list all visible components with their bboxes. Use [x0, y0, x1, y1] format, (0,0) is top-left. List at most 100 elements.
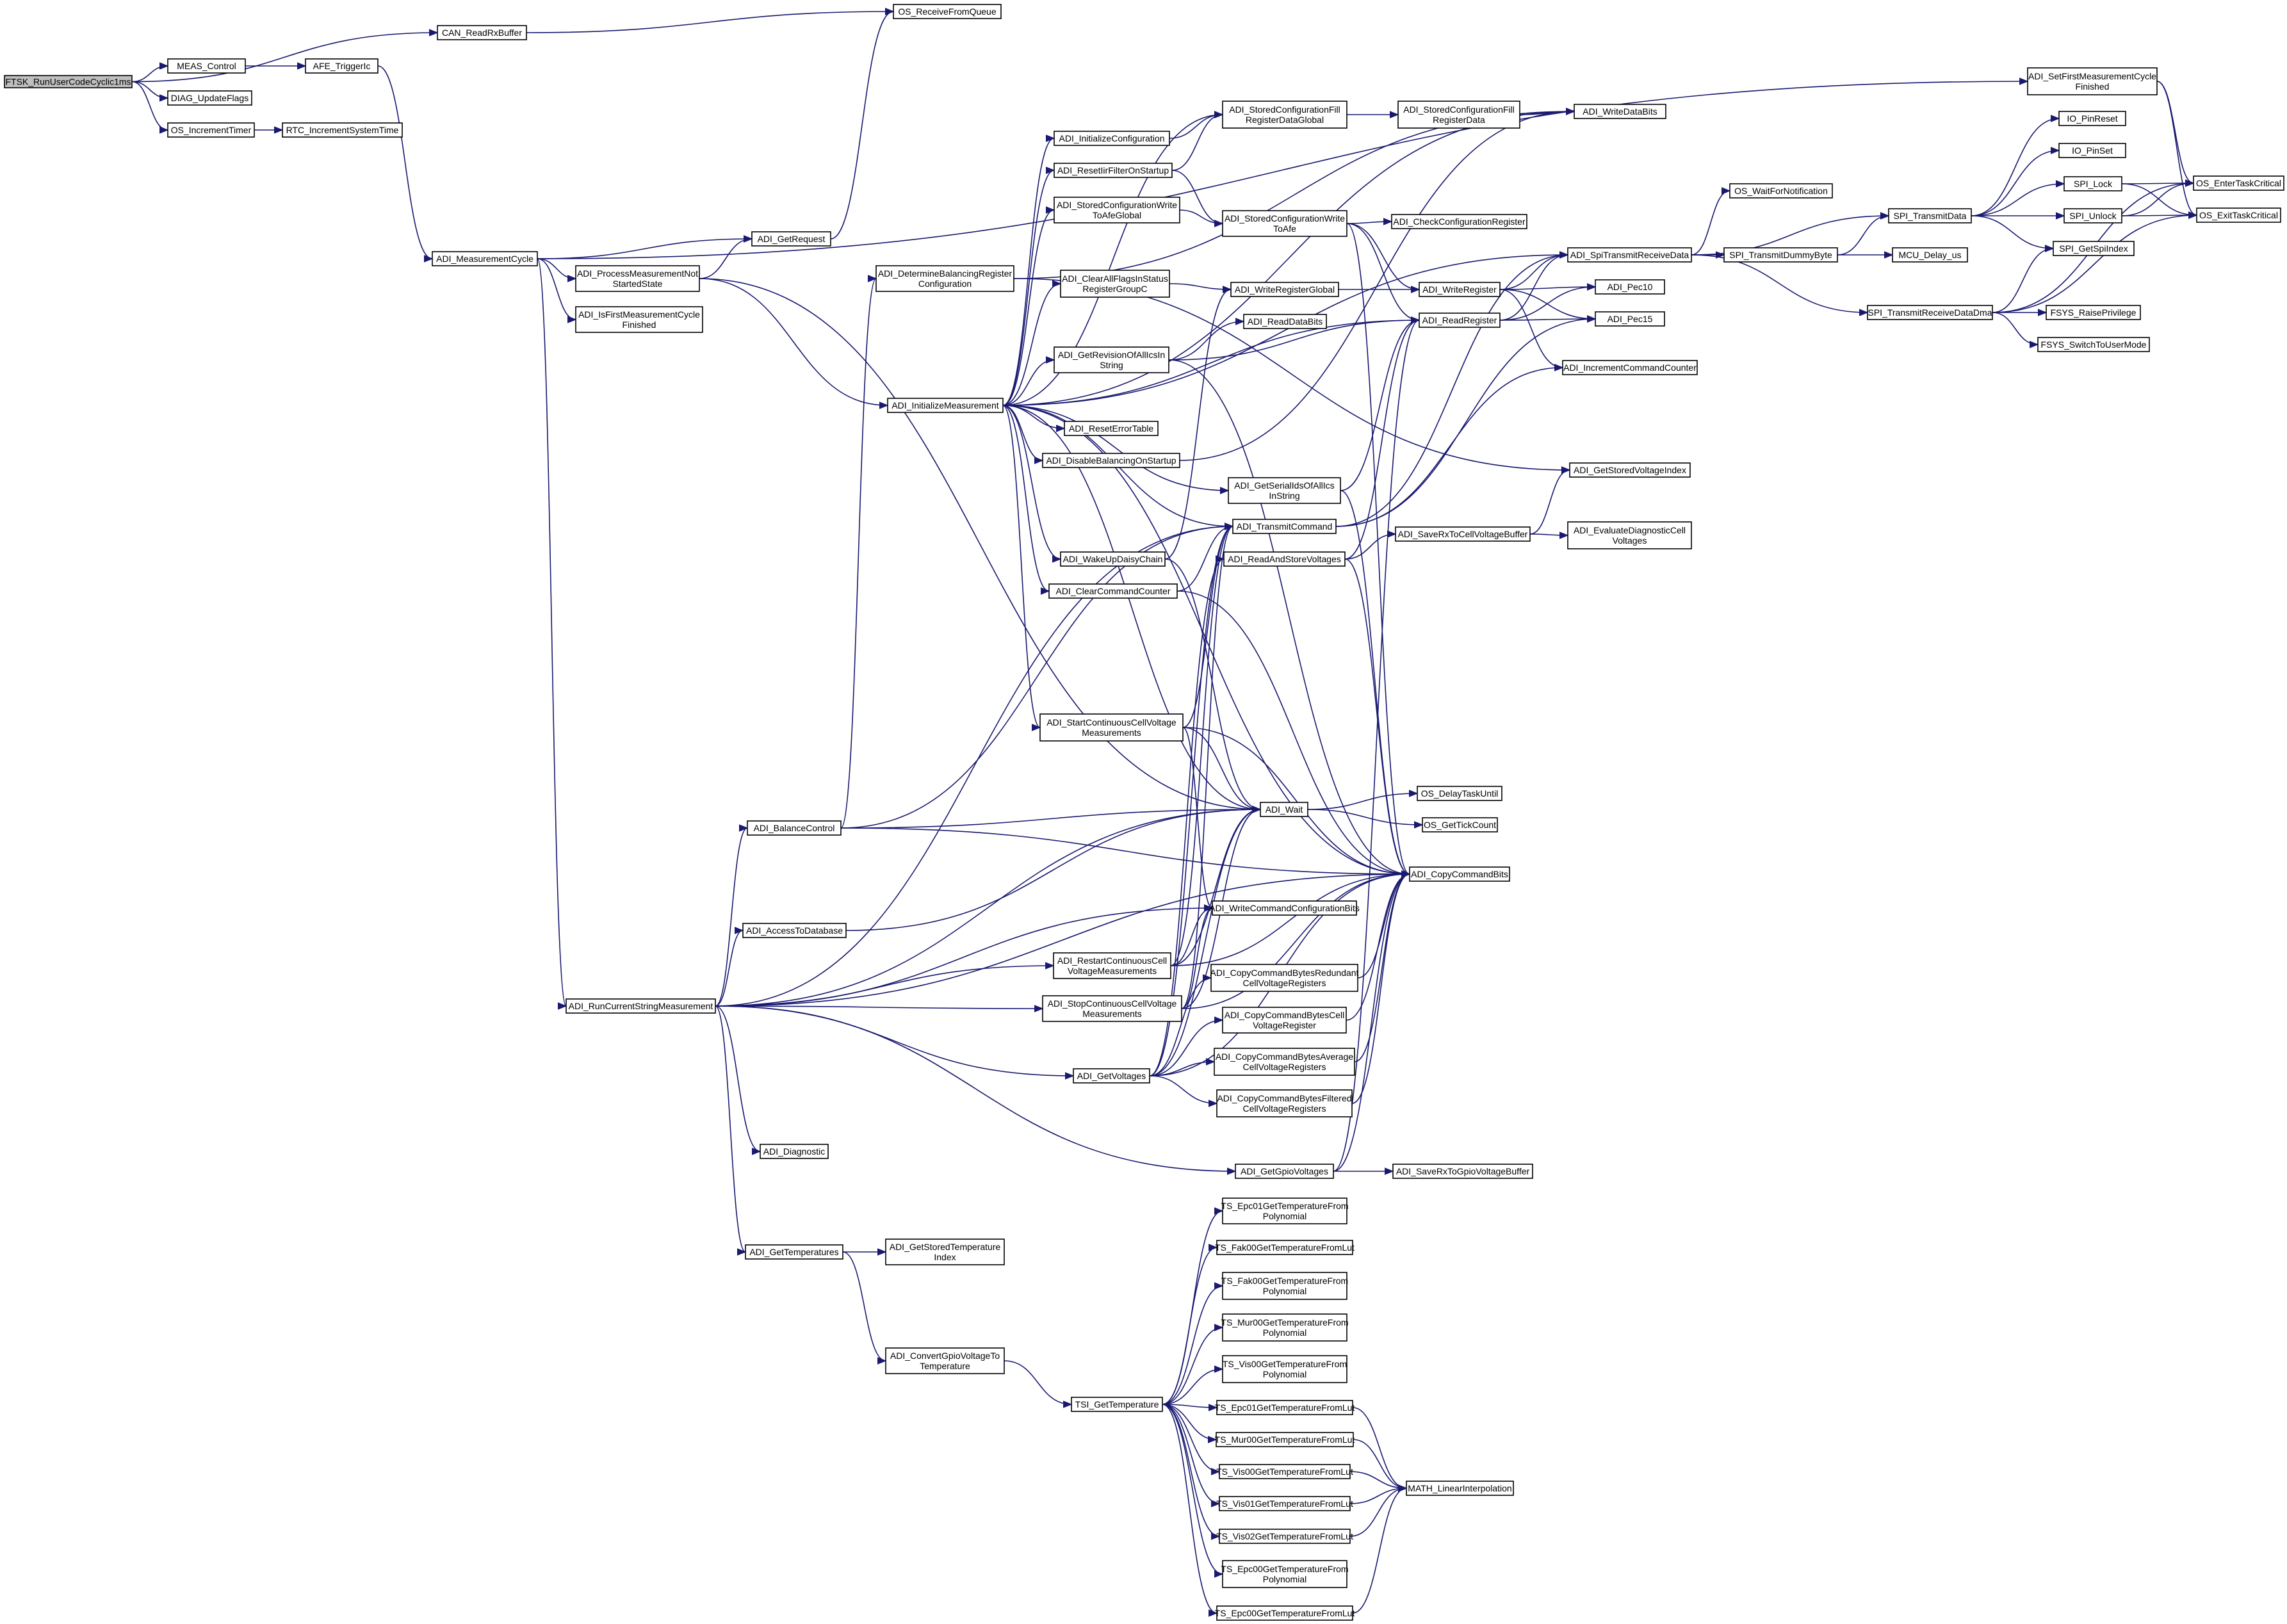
node-ts-vis02-get-temperature-from-lut[interactable]: TS_Vis02GetTemperatureFromLut: [1216, 1529, 1353, 1544]
node-adi-copy-command-bytes-filtered-cell-voltage-registers[interactable]: ADI_CopyCommandBytesFilteredCellVoltageR…: [1216, 1089, 1353, 1117]
node-os-exit-task-critical[interactable]: OS_ExitTaskCritical: [2196, 207, 2281, 223]
node-adi-copy-command-bytes-redundant-cell-voltage-registers[interactable]: ADI_CopyCommandBytesRedundantCellVoltage…: [1210, 964, 1359, 992]
node-tsi-get-temperature[interactable]: TSI_GetTemperature: [1071, 1397, 1163, 1412]
node-adi-initialize-configuration[interactable]: ADI_InitializeConfiguration: [1054, 131, 1170, 146]
node-spi-transmit-receive-data-dma[interactable]: SPI_TransmitReceiveDataDma: [1867, 305, 1993, 320]
node-adi-disable-balancing-on-startup[interactable]: ADI_DisableBalancingOnStartup: [1042, 453, 1180, 468]
node-os-enter-task-critical[interactable]: OS_EnterTaskCritical: [2193, 175, 2284, 191]
node-rtc-increment-system-time[interactable]: RTC_IncrementSystemTime: [282, 122, 403, 138]
node-adi-access-to-database[interactable]: ADI_AccessToDatabase: [742, 923, 847, 938]
node-adi-reset-error-table[interactable]: ADI_ResetErrorTable: [1064, 421, 1159, 436]
node-afe-trigger-ic[interactable]: AFE_TriggerIc: [305, 58, 378, 74]
node-adi-get-request[interactable]: ADI_GetRequest: [751, 231, 831, 247]
node-ts-fak00-get-temperature-from-lut[interactable]: TS_Fak00GetTemperatureFromLut: [1215, 1240, 1355, 1255]
node-adi-measurement-cycle[interactable]: ADI_MeasurementCycle: [432, 251, 538, 266]
node-adi-check-configuration-register[interactable]: ADI_CheckConfigurationRegister: [1391, 214, 1527, 229]
node-os-get-tick-count[interactable]: OS_GetTickCount: [1422, 817, 1498, 832]
node-adi-get-gpio-voltages[interactable]: ADI_GetGpioVoltages: [1235, 1164, 1334, 1179]
node-adi-write-register[interactable]: ADI_WriteRegister: [1419, 282, 1501, 297]
node-adi-save-rx-to-gpio-voltage-buffer[interactable]: ADI_SaveRxToGpioVoltageBuffer: [1392, 1164, 1533, 1179]
node-mcu-delay-us[interactable]: MCU_Delay_us: [1892, 247, 1968, 263]
node-adi-initialize-measurement[interactable]: ADI_InitializeMeasurement: [887, 398, 1004, 413]
node-adi-read-register[interactable]: ADI_ReadRegister: [1419, 313, 1501, 328]
node-adi-write-register-global[interactable]: ADI_WriteRegisterGlobal: [1230, 282, 1339, 297]
node-adi-spi-transmit-receive-data[interactable]: ADI_SpiTransmitReceiveData: [1567, 247, 1692, 263]
node-os-wait-for-notification[interactable]: OS_WaitForNotification: [1729, 183, 1833, 199]
node-ts-vis00-get-temperature-from-lut[interactable]: TS_Vis00GetTemperatureFromLut: [1216, 1464, 1353, 1479]
node-spi-transmit-data[interactable]: SPI_TransmitData: [1888, 208, 1972, 223]
node-ftsk-run-user-code-cyclic1ms[interactable]: FTSK_RunUserCodeCyclic1ms: [4, 75, 133, 88]
node-adi-read-and-store-voltages[interactable]: ADI_ReadAndStoreVoltages: [1223, 551, 1346, 567]
node-adi-pec15[interactable]: ADI_Pec15: [1595, 311, 1665, 327]
node-os-increment-timer[interactable]: OS_IncrementTimer: [167, 122, 255, 138]
node-box: [1729, 183, 1833, 199]
node-adi-balance-control[interactable]: ADI_BalanceControl: [747, 820, 842, 836]
node-adi-get-temperatures[interactable]: ADI_GetTemperatures: [745, 1244, 843, 1260]
node-ts-epc00-get-temperature-from-lut[interactable]: TS_Epc00GetTemperatureFromLut: [1215, 1605, 1355, 1621]
node-ts-mur00-get-temperature-from-lut[interactable]: TS_Mur00GetTemperatureFromLut: [1215, 1432, 1355, 1447]
node-math-linear-interpolation[interactable]: MATH_LinearInterpolation: [1406, 1481, 1514, 1496]
node-adi-stored-configuration-fill-register-data-global[interactable]: ADI_StoredConfigurationFillRegisterDataG…: [1222, 101, 1347, 129]
node-ts-epc01-get-temperature-from-lut[interactable]: TS_Epc01GetTemperatureFromLut: [1215, 1400, 1355, 1415]
node-adi-copy-command-bits[interactable]: ADI_CopyCommandBits: [1409, 866, 1510, 882]
node-adi-save-rx-to-cell-voltage-buffer[interactable]: ADI_SaveRxToCellVoltageBuffer: [1395, 526, 1531, 542]
node-io-pin-reset[interactable]: IO_PinReset: [2058, 111, 2126, 126]
node-adi-diagnostic[interactable]: ADI_Diagnostic: [760, 1144, 829, 1159]
node-spi-unlock[interactable]: SPI_Unlock: [2063, 208, 2122, 223]
node-adi-write-data-bits[interactable]: ADI_WriteDataBits: [1574, 104, 1666, 119]
node-adi-reset-iir-filter-on-startup[interactable]: ADI_ResetIirFilterOnStartup: [1054, 163, 1173, 178]
node-adi-get-voltages[interactable]: ADI_GetVoltages: [1073, 1068, 1150, 1084]
node-adi-run-current-string-measurement[interactable]: ADI_RunCurrentStringMeasurement: [566, 998, 716, 1014]
node-label: ADI_StartContinuousCellVoltage: [1046, 717, 1176, 727]
node-os-delay-task-until[interactable]: OS_DelayTaskUntil: [1417, 786, 1502, 801]
node-adi-determine-balancing-register-configuration[interactable]: ADI_DetermineBalancingRegisterConfigurat…: [875, 265, 1014, 292]
node-diag-update-flags[interactable]: DIAG_UpdateFlags: [167, 90, 252, 106]
node-spi-transmit-dummy-byte[interactable]: SPI_TransmitDummyByte: [1723, 247, 1838, 263]
node-adi-write-command-configuration-bits[interactable]: ADI_WriteCommandConfigurationBits: [1209, 900, 1360, 916]
node-adi-increment-command-counter[interactable]: ADI_IncrementCommandCounter: [1562, 360, 1698, 375]
node-adi-read-data-bits[interactable]: ADI_ReadDataBits: [1243, 314, 1327, 329]
node-os-receive-from-queue[interactable]: OS_ReceiveFromQueue: [893, 4, 1002, 19]
node-adi-restart-continuous-cell-voltage-measurements[interactable]: ADI_RestartContinuousCellVoltageMeasurem…: [1053, 952, 1171, 979]
edge-adi-spi-transmit-receive-data-to-os-wait-for-notification: [1691, 187, 1731, 256]
node-io-pin-set[interactable]: IO_PinSet: [2058, 143, 2126, 158]
node-label: ADI_StoredConfigurationWrite: [1057, 200, 1177, 210]
node-adi-transmit-command[interactable]: ADI_TransmitCommand: [1232, 519, 1337, 534]
node-adi-wait[interactable]: ADI_Wait: [1260, 802, 1308, 817]
node-label: ADI_StopContinuousCellVoltage: [1048, 998, 1177, 1009]
node-ts-vis01-get-temperature-from-lut[interactable]: TS_Vis01GetTemperatureFromLut: [1216, 1496, 1353, 1511]
node-spi-lock[interactable]: SPI_Lock: [2063, 176, 2122, 191]
node-label: ADI_ReadDataBits: [1248, 316, 1323, 327]
node-adi-clear-command-counter[interactable]: ADI_ClearCommandCounter: [1048, 583, 1178, 599]
node-fsys-switch-to-user-mode[interactable]: FSYS_SwitchToUserMode: [2037, 337, 2150, 352]
node-spi-get-spi-index[interactable]: SPI_GetSpiIndex: [2053, 241, 2135, 256]
node-meas-control[interactable]: MEAS_Control: [167, 58, 246, 74]
node-adi-get-stored-voltage-index[interactable]: ADI_GetStoredVoltageIndex: [1569, 462, 1691, 478]
node-box: [1417, 786, 1502, 801]
node-adi-copy-command-bytes-average-cell-voltage-registers[interactable]: ADI_CopyCommandBytesAverageCellVoltageRe…: [1214, 1048, 1355, 1076]
node-adi-stop-continuous-cell-voltage-measurements[interactable]: ADI_StopContinuousCellVoltageMeasurement…: [1042, 995, 1182, 1022]
node-adi-wake-up-daisy-chain[interactable]: ADI_WakeUpDaisyChain: [1060, 551, 1166, 567]
node-fsys-raise-privilege[interactable]: FSYS_RaisePrivilege: [2046, 305, 2141, 320]
node-adi-pec10[interactable]: ADI_Pec10: [1595, 279, 1665, 295]
node-adi-start-continuous-cell-voltage-measurements[interactable]: ADI_StartContinuousCellVoltageMeasuremen…: [1039, 713, 1184, 742]
node-can-read-rx-buffer[interactable]: CAN_ReadRxBuffer: [437, 25, 527, 40]
